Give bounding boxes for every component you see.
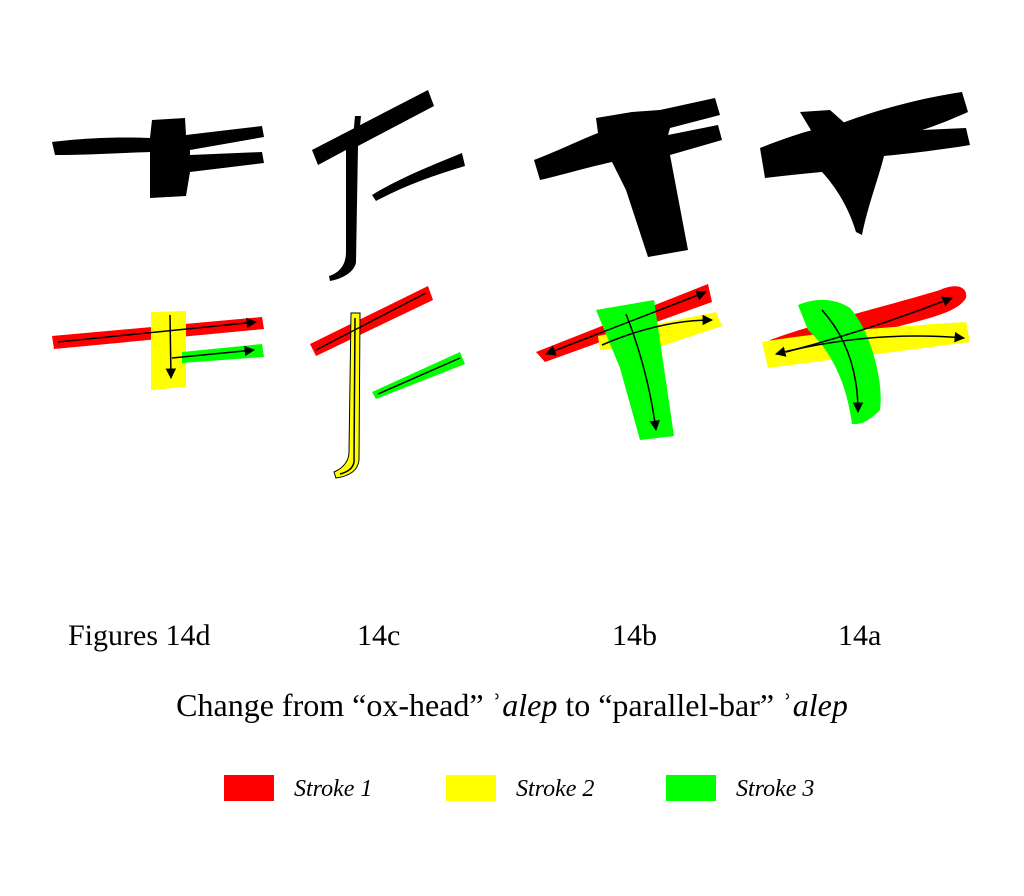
- stroke-2-arrow: [601, 314, 714, 346]
- stroke-3-arrow: [377, 357, 461, 395]
- legend-label-stroke-1: Stroke 1: [294, 776, 373, 802]
- legend-label-stroke-3: Stroke 3: [736, 776, 815, 802]
- stroke-2-arrow: [339, 317, 356, 475]
- stroke-3-arrow: [821, 309, 864, 414]
- caption-middle: to “parallel-bar”: [557, 687, 783, 723]
- figure-label-14c: 14c: [357, 619, 401, 652]
- legend-swatch-stroke-3: [666, 775, 716, 801]
- stroke-3-arrow: [171, 345, 256, 359]
- glyph-14a-strokes: [762, 286, 970, 425]
- caption-alep-word-1: alep: [502, 687, 558, 723]
- glyph-14b-ink: [534, 98, 722, 257]
- caption-alep-word-2: alep: [792, 687, 848, 723]
- glyph-14c-ink: [312, 90, 465, 281]
- stroke-1-arrow: [57, 317, 258, 343]
- glyph-14b-strokes: [536, 284, 722, 440]
- stroke-1-arrow: [545, 290, 707, 356]
- figure-caption: Change from “ox-head” ʾalep to “parallel…: [0, 684, 1024, 726]
- glyph-14c-strokes: [310, 286, 465, 479]
- stroke-2-band: [151, 311, 186, 390]
- glyph-14d-ink: [52, 118, 264, 198]
- legend-swatch-stroke-1: [224, 775, 274, 801]
- caption-alep-mark-2: ʾ: [782, 687, 793, 723]
- caption-alep-mark-1: ʾ: [491, 687, 503, 723]
- figure-label-14b: 14b: [612, 619, 657, 652]
- stroke-2-arrow: [165, 314, 177, 380]
- stroke-3-band: [596, 300, 674, 440]
- legend-label-stroke-2: Stroke 2: [516, 776, 595, 802]
- stroke-3-arrow: [625, 313, 660, 432]
- figure-label-14a: 14a: [838, 619, 882, 652]
- legend-swatch-stroke-2: [446, 775, 496, 801]
- figure-label-14d: Figures 14d: [68, 619, 211, 652]
- stroke-2-arrow: [774, 331, 966, 357]
- glyph-14a-ink: [760, 92, 970, 235]
- stroke-1-arrow: [315, 292, 427, 351]
- caption-prefix: Change from “ox-head”: [176, 687, 492, 723]
- glyph-14d-strokes: [52, 311, 264, 390]
